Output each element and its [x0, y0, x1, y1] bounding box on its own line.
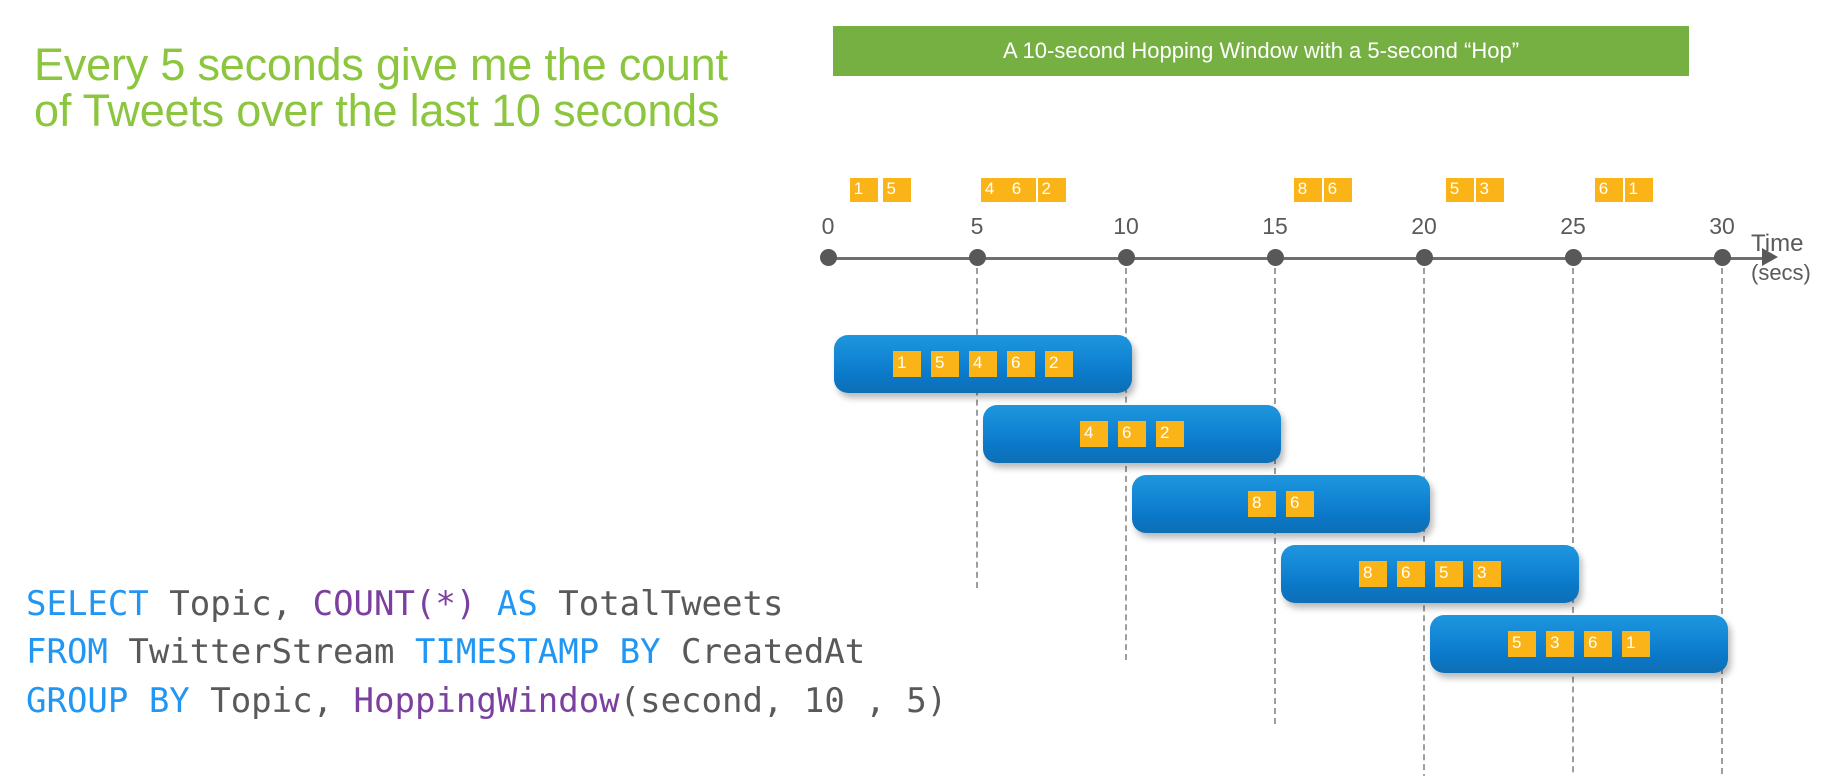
axis-caption-units: (secs) [1751, 260, 1811, 286]
axis-tick-dot [1416, 249, 1433, 266]
sql-token: Topic, [189, 680, 354, 721]
axis-line [828, 257, 1762, 260]
axis-caption-main: Time [1751, 230, 1804, 257]
sql-token: (second, 10 , 5) [619, 680, 948, 721]
window-chip: 5 [1508, 631, 1536, 657]
window-bar-window-10-20 [1132, 475, 1430, 533]
sql-token: SELECT [26, 584, 149, 624]
sql-token: Topic, [148, 584, 313, 624]
sql-line-2: FROM TwitterStream TIMESTAMP BY CreatedA… [26, 628, 947, 676]
axis-tick-dot [969, 249, 986, 266]
stream-event-chip: 6 [1594, 178, 1623, 202]
axis-tick-dot [820, 249, 837, 266]
window-bar-window-20-30 [1430, 615, 1728, 673]
stream-event-chip: 2 [1037, 178, 1066, 202]
axis-tick-label-5: 5 [970, 213, 984, 239]
window-chip: 4 [1080, 421, 1108, 447]
axis-tick-label-20: 20 [1411, 213, 1437, 239]
stream-event-chip: 6 [1007, 178, 1036, 202]
window-chip: 6 [1397, 561, 1425, 587]
page-title: Every 5 seconds give me the count of Twe… [34, 39, 728, 136]
stream-event-chip: 1 [849, 178, 878, 202]
guide-line-30 [1721, 268, 1723, 776]
axis-tick-label-25: 25 [1560, 213, 1586, 239]
axis-tick-dot [1714, 249, 1731, 266]
stream-event-chip: 3 [1475, 178, 1504, 202]
banner: A 10-second Hopping Window with a 5-seco… [833, 26, 1689, 76]
sql-line-1: SELECT Topic, COUNT(*) AS TotalTweets [26, 580, 947, 628]
window-bar-window-15-25 [1281, 545, 1579, 603]
sql-token: TwitterStream [107, 632, 415, 673]
window-chip: 3 [1546, 631, 1574, 657]
window-chip: 3 [1473, 561, 1501, 587]
stream-event-chip: 8 [1293, 178, 1322, 202]
sql-token: COUNT(*) [312, 584, 477, 624]
window-chip: 8 [1359, 561, 1387, 587]
sql-line-3: GROUP BY Topic, HoppingWindow(second, 10… [26, 677, 947, 725]
axis-tick-label-30: 30 [1709, 213, 1735, 239]
window-chip: 8 [1248, 491, 1276, 517]
window-chip: 6 [1286, 491, 1314, 517]
axis-arrow-icon [1762, 248, 1778, 266]
guide-line-25 [1572, 268, 1574, 776]
stream-event-chip: 1 [1624, 178, 1653, 202]
axis-tick-label-0: 0 [821, 213, 835, 239]
guide-line-10 [1125, 268, 1127, 660]
axis-tick-label-15: 15 [1262, 213, 1288, 239]
window-chip: 5 [931, 351, 959, 377]
sql-token: CreatedAt [660, 632, 866, 673]
sql-token: GROUP BY [26, 680, 190, 721]
stream-event-chip: 4 [980, 178, 1009, 202]
window-chip: 1 [1622, 631, 1650, 657]
window-chip: 2 [1045, 351, 1073, 377]
stream-event-chip: 5 [882, 178, 911, 202]
axis-tick-dot [1118, 249, 1135, 266]
sql-token [476, 584, 496, 624]
axis-caption: Time (secs) [1751, 228, 1811, 288]
window-chip: 4 [969, 351, 997, 377]
stream-event-chip: 5 [1445, 178, 1474, 202]
window-chip: 2 [1156, 421, 1184, 447]
banner-label: A 10-second Hopping Window with a 5-seco… [1002, 38, 1520, 63]
axis-tick-dot [1565, 249, 1582, 266]
sql-token: HoppingWindow [353, 680, 620, 721]
window-chip: 5 [1435, 561, 1463, 587]
stream-event-chip: 6 [1323, 178, 1352, 202]
sql-token: TotalTweets [537, 584, 784, 624]
axis-tick-label-10: 10 [1113, 213, 1139, 239]
sql-token: TIMESTAMP BY [414, 632, 661, 673]
window-chip: 6 [1007, 351, 1035, 377]
sql-token: AS [496, 584, 538, 624]
guide-line-5 [976, 268, 978, 588]
window-chip: 6 [1584, 631, 1612, 657]
sql-token: FROM [26, 632, 108, 673]
axis-tick-dot [1267, 249, 1284, 266]
window-chip: 1 [893, 351, 921, 377]
window-chip: 6 [1118, 421, 1146, 447]
